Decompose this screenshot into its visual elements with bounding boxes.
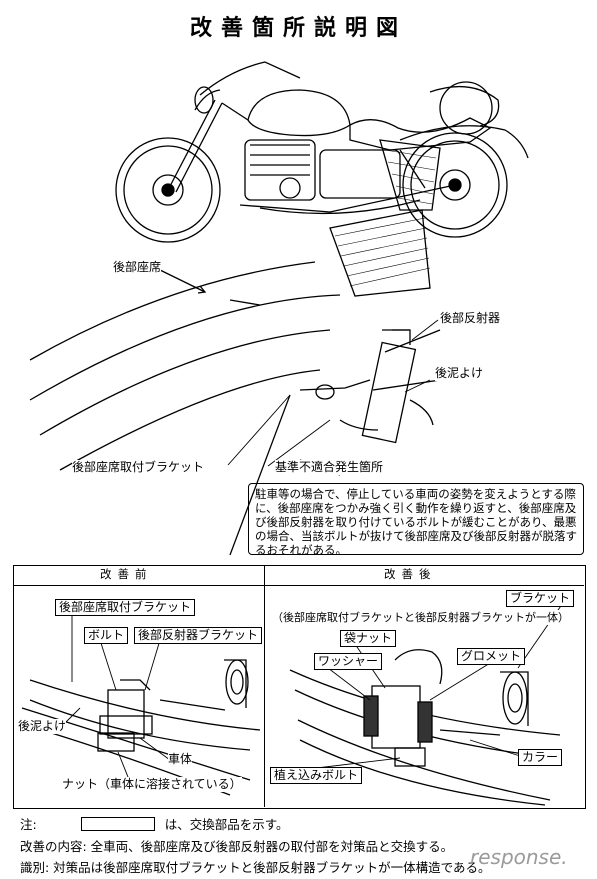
before-label-seat-bracket: 後部座席取付ブラケット bbox=[55, 599, 196, 616]
before-label-body: 車体 bbox=[168, 752, 193, 767]
before-label-bolt: ボルト bbox=[84, 627, 129, 644]
after-label-collar: カラー bbox=[518, 749, 563, 766]
magnification-arcs bbox=[29, 261, 341, 471]
footer-identification: 識別: 対策品は後部座席取付ブラケットと後部反射器ブラケットが一体構造である。 bbox=[20, 860, 491, 875]
after-label-bracket: ブラケット bbox=[506, 590, 575, 607]
label-rear-reflector: 後部反射器 bbox=[440, 311, 501, 326]
comparison-panel bbox=[13, 565, 586, 809]
description-box: 駐車等の場合で、停止している車両の姿勢を変えようとする際に、後部座席をつかみ強く… bbox=[248, 483, 584, 557]
footer-note-prefix: 注: bbox=[20, 817, 37, 832]
after-detail-drawing bbox=[289, 649, 561, 806]
footer-content: 改善の内容: 全車両、後部座席及び後部反射器の取付部を対策品と交換する。 bbox=[20, 839, 454, 854]
watermark-logo: response. bbox=[470, 845, 568, 869]
label-nonconformity-location: 基準不適合発生箇所 bbox=[275, 460, 384, 475]
before-label-reflector-bracket: 後部反射器ブラケット bbox=[134, 627, 263, 644]
replacement-part-swatch bbox=[80, 817, 155, 831]
before-label-nut: ナット（車体に溶接されている） bbox=[62, 777, 242, 792]
before-label-mudguard: 後泥よけ bbox=[18, 719, 67, 734]
panel-header-line bbox=[13, 585, 584, 586]
label-rear-seat: 後部座席 bbox=[113, 260, 162, 275]
page-title: 改善箇所説明図 bbox=[189, 16, 407, 41]
leader-lines bbox=[59, 319, 566, 783]
footer-note: 注: は、交換部品を示す。 bbox=[20, 814, 288, 833]
after-label-washer: ワッシャー bbox=[314, 653, 383, 670]
after-label-grommet: グロメット bbox=[457, 648, 526, 665]
panel-divider bbox=[264, 565, 265, 807]
label-seat-bracket: 後部座席取付ブラケット bbox=[72, 460, 205, 475]
footer-note-suffix: は、交換部品を示す。 bbox=[164, 817, 289, 832]
after-label-bag-nut: 袋ナット bbox=[340, 630, 397, 647]
hatched-area bbox=[329, 139, 441, 297]
after-label-stud-bolt: 植え込みボルト bbox=[270, 767, 363, 784]
after-label-integrated-note: （後部座席取付ブラケットと後部反射器ブラケットが一体） bbox=[272, 610, 569, 625]
label-rear-mudguard: 後泥よけ bbox=[435, 366, 484, 381]
after-header: 改善後 bbox=[384, 567, 437, 581]
before-header: 改善前 bbox=[100, 567, 153, 581]
motorcycle-illustration bbox=[115, 61, 529, 243]
